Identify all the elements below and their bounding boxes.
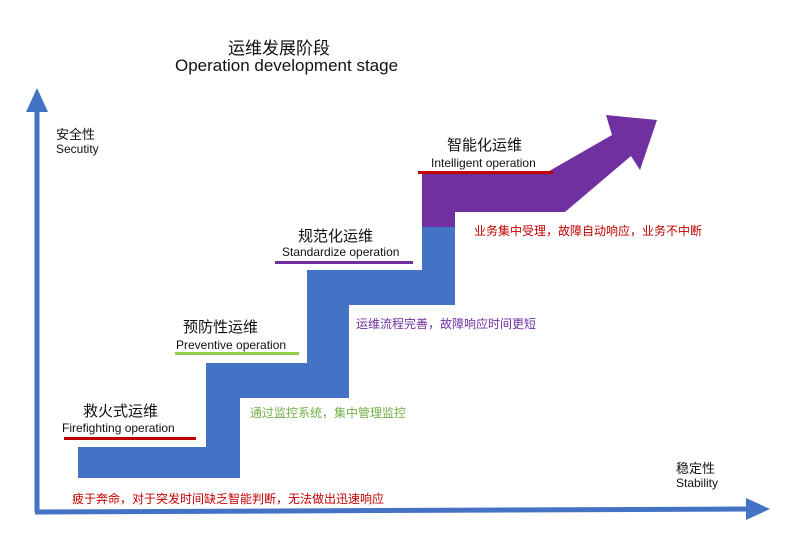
stage-4-note: 业务集中受理，故障自动响应，业务不中断 (474, 224, 703, 238)
y-axis-arrowhead (26, 88, 48, 112)
stage-4-underline (418, 171, 553, 174)
x-axis (34, 506, 753, 515)
stage-1-title-cn: 救火式运维 (83, 403, 159, 420)
stage-3-note: 运维流程完善，故障响应时间更短 (356, 317, 537, 331)
stage-2-title-en: Preventive operation (176, 338, 287, 352)
x-axis-label-en: Stability (676, 476, 719, 490)
stage-2-note: 通过监控系统，集中管理监控 (250, 406, 407, 420)
stage-1-note: 疲于奔命，对于突发时间缺乏智能判断，无法做出迅速响应 (72, 492, 385, 506)
stage-3-underline (275, 261, 413, 264)
stage-4-title-en: Intelligent operation (431, 156, 536, 170)
stage-2-title-cn: 预防性运维 (183, 319, 259, 336)
title-en: Operation development stage (175, 56, 399, 75)
stage-4-title-cn: 智能化运维 (447, 137, 523, 154)
title-cn: 运维发展阶段 (228, 39, 330, 58)
stage-1-underline (64, 437, 196, 440)
growth-arrow (422, 115, 657, 227)
y-axis-label-en: Secutity (56, 142, 99, 156)
stage-3-title-cn: 规范化运维 (298, 228, 374, 245)
stage-2-underline (175, 352, 299, 355)
x-axis-arrowhead (746, 498, 770, 520)
stage-1-title-en: Firefighting operation (62, 421, 175, 435)
staircase (78, 222, 455, 478)
y-axis-label-cn: 安全性 (56, 127, 96, 142)
x-axis-label-cn: 稳定性 (676, 461, 716, 476)
stage-3-title-en: Standardize operation (282, 245, 400, 259)
